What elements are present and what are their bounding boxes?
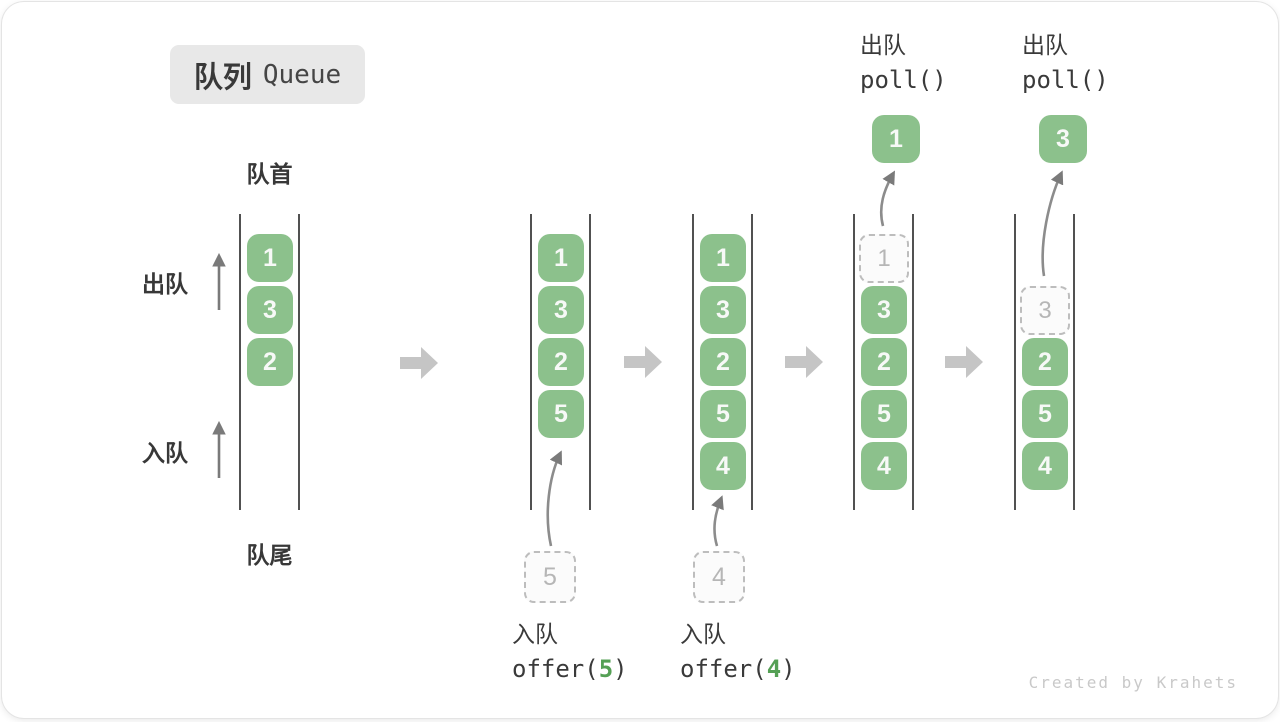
queue-item: 1 bbox=[538, 234, 584, 282]
op-poll-3: 出队 poll() bbox=[1022, 28, 1109, 98]
title-zh: 队列 bbox=[193, 61, 252, 94]
queue-item: 3 bbox=[247, 286, 293, 334]
state-transition-arrow-icon bbox=[400, 347, 438, 379]
op-poll-3-label: 出队 bbox=[1022, 32, 1068, 58]
pending-item-5: 5 bbox=[524, 551, 576, 603]
queue-item: 4 bbox=[861, 442, 907, 490]
queue-item: 5 bbox=[700, 390, 746, 438]
watermark: Created by Krahets bbox=[1028, 673, 1238, 692]
op-poll-1-code: poll() bbox=[860, 66, 947, 94]
polled-item-1: 1 bbox=[872, 115, 920, 163]
queue-item: 3 bbox=[538, 286, 584, 334]
title-en: Queue bbox=[262, 59, 342, 90]
queue-item: 1 bbox=[247, 234, 293, 282]
polled-item-3: 3 bbox=[1039, 115, 1087, 163]
pending-item-4: 4 bbox=[693, 551, 745, 603]
queue-item: 2 bbox=[861, 338, 907, 386]
label-dequeue: 出队 bbox=[142, 271, 188, 297]
op-poll-1: 出队 poll() bbox=[860, 28, 947, 98]
queue-item: 3 bbox=[700, 286, 746, 334]
op-enqueue-4-code: offer(4) bbox=[680, 655, 796, 683]
op-enqueue-4-label: 入队 bbox=[680, 621, 726, 647]
op-enqueue-5-code: offer(5) bbox=[512, 655, 628, 683]
queue-item: 5 bbox=[538, 390, 584, 438]
op-enqueue-4: 入队 offer(4) bbox=[680, 617, 796, 687]
queue-item: 3 bbox=[861, 286, 907, 334]
state-transition-arrow-icon bbox=[624, 346, 662, 378]
diagram-title-badge: 队列 Queue bbox=[170, 45, 365, 104]
op-enqueue-5: 入队 offer(5) bbox=[512, 617, 628, 687]
queue-item: 5 bbox=[1022, 390, 1068, 438]
op-poll-3-code: poll() bbox=[1022, 66, 1109, 94]
queue-item: 2 bbox=[538, 338, 584, 386]
queue-item: 1 bbox=[700, 234, 746, 282]
state-transition-arrow-icon bbox=[945, 346, 983, 378]
queue-item: 5 bbox=[861, 390, 907, 438]
queue-item: 4 bbox=[700, 442, 746, 490]
queue-item-removed: 1 bbox=[859, 234, 909, 283]
label-queue-rear: 队尾 bbox=[246, 542, 293, 568]
op-enqueue-5-label: 入队 bbox=[512, 621, 558, 647]
op-poll-1-label: 出队 bbox=[860, 32, 906, 58]
queue-item-removed: 3 bbox=[1020, 286, 1070, 335]
queue-item: 2 bbox=[1022, 338, 1068, 386]
label-enqueue: 入队 bbox=[142, 440, 188, 466]
queue-item: 4 bbox=[1022, 442, 1068, 490]
queue-item: 2 bbox=[247, 338, 293, 386]
state-transition-arrow-icon bbox=[785, 346, 823, 378]
queue-item: 2 bbox=[700, 338, 746, 386]
label-queue-front: 队首 bbox=[246, 161, 293, 187]
